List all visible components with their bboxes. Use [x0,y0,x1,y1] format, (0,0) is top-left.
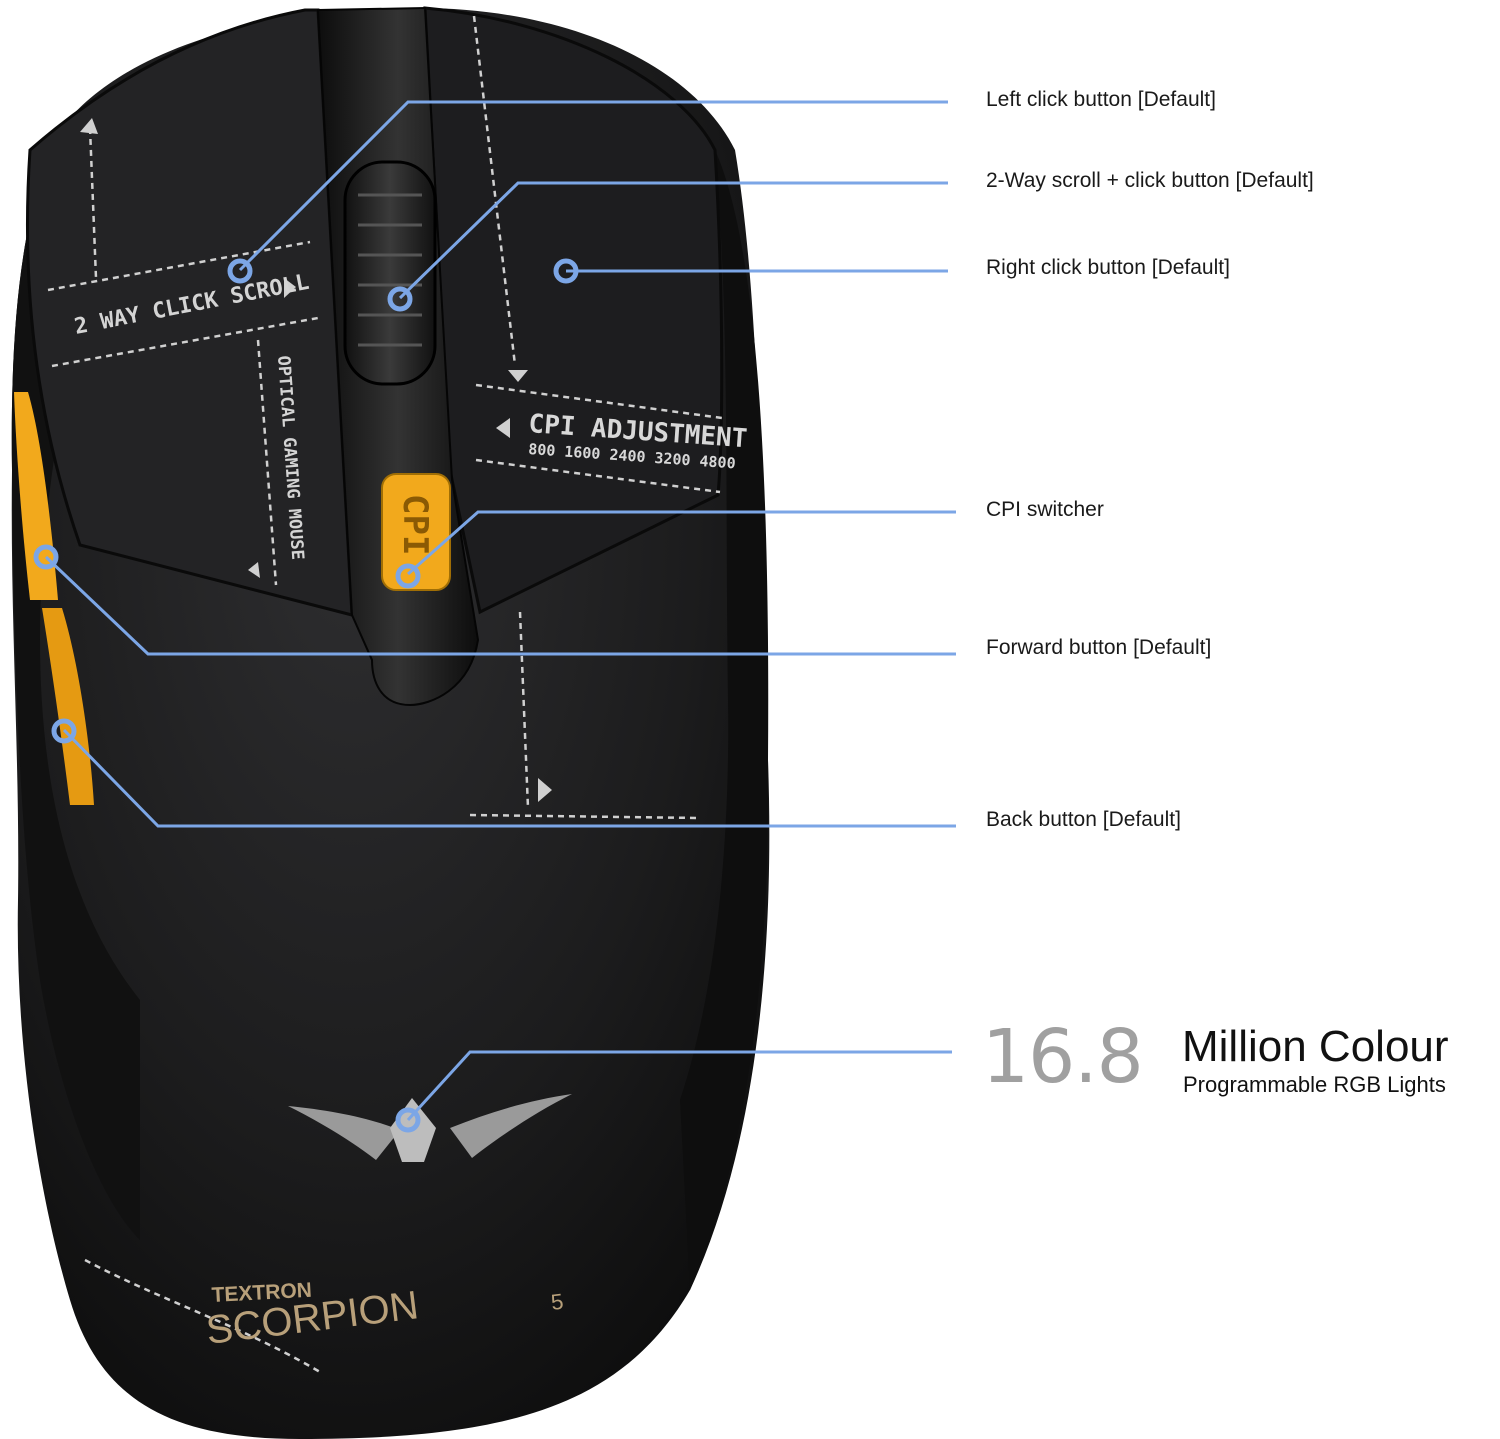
left-button-panel [25,8,354,617]
left-click-leader [238,100,948,272]
rgb-subtitle: Programmable RGB Lights [1183,1072,1446,1097]
right-side-panel [680,150,769,1290]
forward-leader [44,555,956,656]
rgb-title: Million Colour [1182,1022,1449,1071]
scroll-click-label: 2-Way scroll + click button [Default] [986,169,1314,192]
rgb-leader [406,1050,952,1122]
left-click-label: Left click button [Default] [986,88,1216,111]
left-click-dot [227,258,253,284]
cpi-switcher-leader [407,510,956,576]
scroll-dot [387,286,413,312]
back-dot [51,718,77,744]
marking-arrows [80,118,552,802]
scroll-leader [398,181,948,300]
back-side-button-shape [42,608,94,805]
cpi-button-shape [381,473,451,591]
back-leader [62,728,956,828]
brand-superscript: 5 [550,1289,565,1315]
right-button-panel [423,6,724,615]
scroll-wheel [343,160,437,386]
cpi-switcher-label: CPI switcher [986,498,1104,521]
right-click-label: Right click button [Default] [986,256,1230,279]
rgb-dot [395,1107,421,1133]
forward-dot [33,544,59,570]
cpi-button-text: CPI [395,494,435,555]
right-click-dot [553,258,579,284]
back-button-label: Back button [Default] [986,808,1181,831]
dashed-markings [47,15,723,1374]
brand-textron: TEXTRON [211,1279,312,1307]
scroll-wheel-texture [358,193,422,347]
forward-button-label: Forward button [Default] [986,636,1212,659]
cpi-switcher-dot [395,563,421,589]
rgb-number: 16.8 [982,1014,1144,1100]
callout-leader-lines [44,100,956,1122]
callout-anchor-dots [33,258,579,1133]
